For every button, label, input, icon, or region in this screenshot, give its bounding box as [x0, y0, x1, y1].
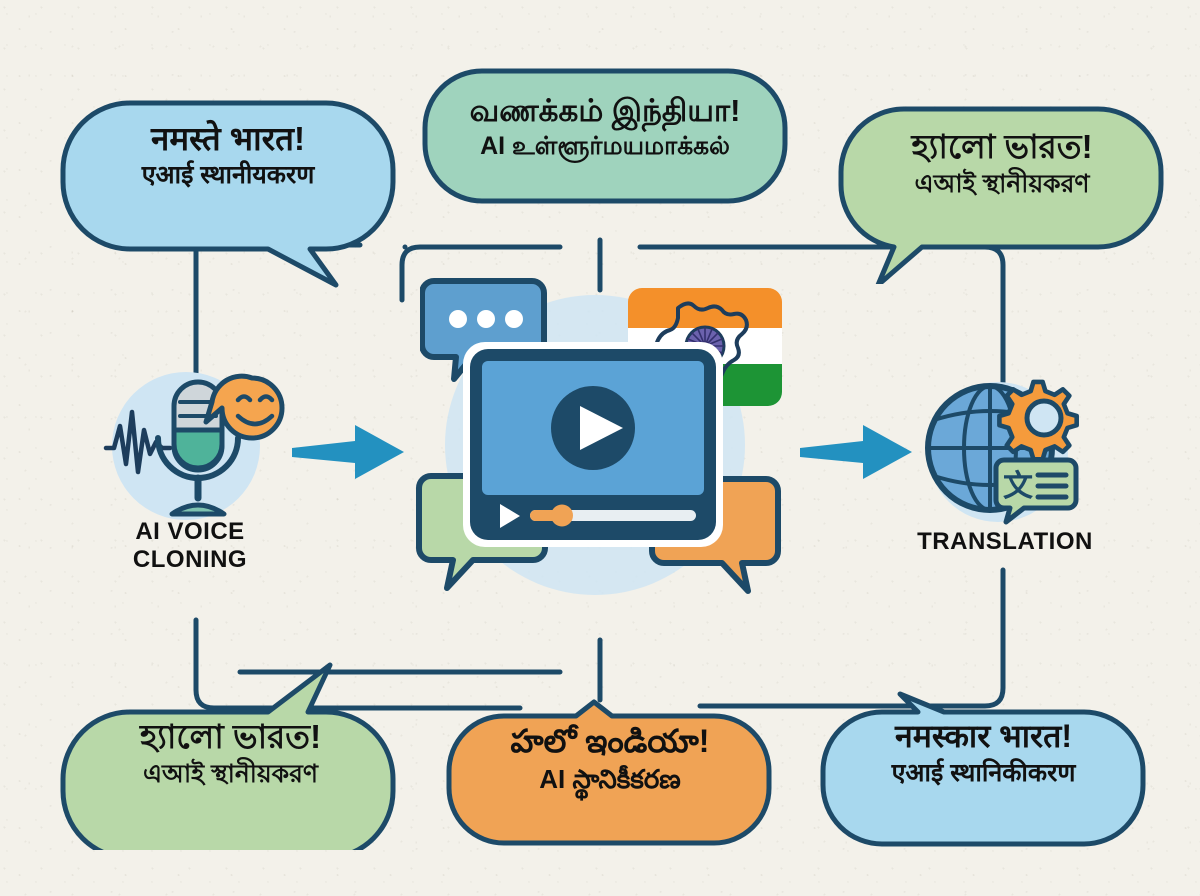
- translate-card-icon: 文: [993, 457, 1079, 525]
- bubble-top-center[interactable]: [420, 66, 790, 246]
- bubble-bottom-center-subtitle: AI స్థానికీకరణ: [539, 764, 681, 795]
- bubble-top-right-greeting: হ্যালো ভারত!: [911, 128, 1093, 165]
- gear-icon: [997, 379, 1079, 462]
- bubble-bottom-center-text: హలో ఇండియా! AI స్థానికీకరణ: [450, 722, 770, 797]
- voice-cloning-label-line2: CLONING: [132, 545, 248, 573]
- translation-label-line1: TRANSLATION: [917, 528, 1093, 555]
- progress-handle[interactable]: [551, 504, 573, 527]
- smiley-speech-bubble-icon: [203, 373, 285, 441]
- voice-cloning-label-line1: AI VOICE: [135, 518, 245, 545]
- bubble-bottom-right-text: नमस्कार भारत! एआई स्थानिकीकरण: [826, 718, 1141, 788]
- bubble-top-left-text: नमस्ते भारत! एआई स्थानीयकरण: [68, 120, 388, 190]
- bubble-top-left-subtitle: एआई स्थानीयकरण: [141, 160, 315, 189]
- video-player-icon: [463, 342, 723, 547]
- microphone-icon: [103, 373, 285, 517]
- translation-label: TRANSLATION: [870, 528, 1140, 556]
- right-arrow: [800, 425, 912, 479]
- voice-cloning-label: AI VOICE CLONING: [60, 518, 320, 573]
- play-triangle-icon[interactable]: [580, 406, 623, 450]
- bubble-bottom-left-greeting: হ্যালো ভারত!: [139, 718, 322, 755]
- bubble-bottom-right[interactable]: [818, 690, 1148, 855]
- bubble-bottom-left-text: হ্যালো ভারত! এআই স্থানীয়করণ: [68, 718, 393, 789]
- bubble-bottom-right-greeting: नमस्कार भारत!: [895, 718, 1072, 754]
- bubble-bottom-left[interactable]: [58, 660, 403, 850]
- bubble-top-right-text: হ্যালো ভারত! এআই স্থানীয়করণ: [846, 128, 1158, 199]
- bubble-bottom-center-greeting: హలో ఇండియా!: [510, 723, 710, 759]
- bubble-top-right[interactable]: [836, 104, 1166, 284]
- bubble-top-left-greeting: नमस्ते भारत!: [151, 120, 305, 157]
- bubble-top-center-greeting: வணக்கம் இந்தியா!: [469, 93, 741, 128]
- small-play-icon[interactable]: [500, 504, 520, 528]
- bubble-bottom-left-subtitle: এআই স্থানীয়করণ: [142, 759, 319, 788]
- globe-icon: 文: [925, 379, 1079, 525]
- svg-text:文: 文: [1003, 469, 1033, 504]
- bubble-top-right-subtitle: এআই স্থানীয়করণ: [914, 169, 1090, 198]
- bubble-bottom-right-subtitle: एआई स्थानिकीकरण: [891, 758, 1076, 787]
- left-arrow: [292, 425, 404, 479]
- bubble-top-center-subtitle: AI உள்ளூர்மயமாக்கல்: [480, 132, 730, 161]
- bubble-top-left[interactable]: [58, 98, 398, 288]
- bubble-top-center-text: வணக்கம் இந்தியா! AI உள்ளூர்மயமாக்கல்: [425, 92, 785, 162]
- bubble-bottom-center[interactable]: [444, 698, 774, 848]
- center-illustration: [416, 275, 790, 625]
